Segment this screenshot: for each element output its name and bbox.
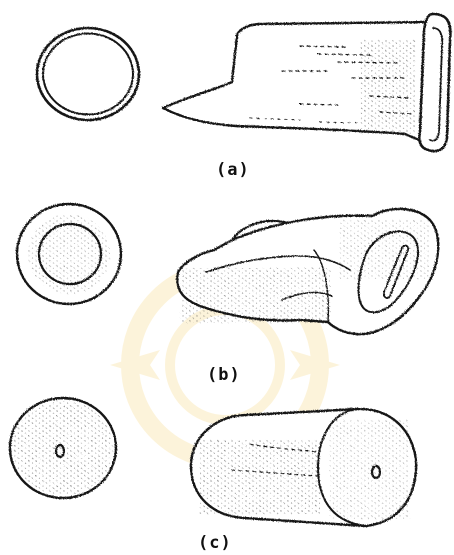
thick-ring-cross-section <box>17 204 121 304</box>
solid-disc-cross-section <box>10 398 116 498</box>
panel-label-b: (b) <box>207 365 241 385</box>
rolled-tube <box>177 209 438 334</box>
panel-label-a: (a) <box>216 160 250 180</box>
thin-ring-cross-section <box>37 28 139 120</box>
panel-label-c: (c) <box>198 533 232 553</box>
flat-curled-sheet <box>163 14 450 151</box>
solid-cylinder <box>191 409 416 526</box>
